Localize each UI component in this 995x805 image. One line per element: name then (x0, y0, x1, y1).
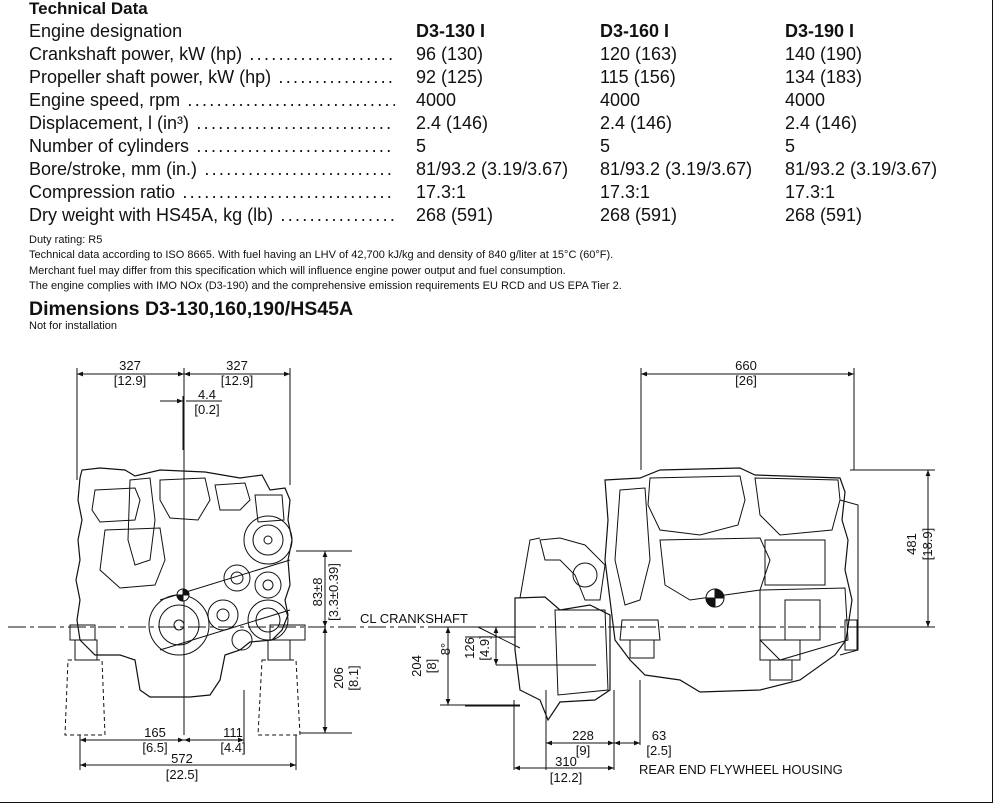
header-label: Engine designation (29, 21, 183, 41)
table-row: Crankshaft power, kW (hp) ..............… (29, 44, 863, 64)
dim-text: [4.4] (220, 740, 245, 755)
dim-text: 8° (438, 643, 453, 655)
row-value: 134 (183) (785, 67, 863, 87)
dim-text: [6.5] (142, 740, 167, 755)
note-merchant-fuel: Merchant fuel may differ from this speci… (29, 264, 566, 277)
row-value: 5 (785, 136, 796, 156)
row-label: Crankshaft power, kW (hp) (29, 44, 243, 64)
row-label: Engine speed, rpm (29, 90, 181, 110)
row-label: Dry weight with HS45A, kg (lb) (29, 205, 274, 225)
dim-text: 660 (735, 358, 757, 373)
dim-text: 481 (904, 533, 919, 555)
row-value: 81/93.2 (3.19/3.67) (416, 159, 569, 179)
dim-text: [12.9] (221, 373, 254, 388)
row-value: 268 (591) (600, 205, 678, 225)
note-emissions: The engine complies with IMO NOx (D3-190… (29, 279, 622, 292)
table-row: Displacement, l (in³) ..................… (29, 113, 858, 133)
dim-text: [0.2] (194, 402, 219, 417)
row-label: Propeller shaft power, kW (hp) (29, 67, 272, 87)
row-value: 81/93.2 (3.19/3.67) (600, 159, 753, 179)
row-value: 96 (130) (416, 44, 484, 64)
dimensions-heading: Dimensions D3-130,160,190/HS45A (29, 298, 354, 320)
dim-text: [8] (424, 659, 439, 673)
dim-text: 63 (652, 728, 666, 743)
side-view-engine (440, 368, 935, 771)
row-value: 4000 (600, 90, 641, 110)
dim-text: [12.9] (114, 373, 147, 388)
row-value: 17.3:1 (600, 182, 651, 202)
row-label: Bore/stroke, mm (in.) (29, 159, 198, 179)
header-col-1: D3-130 I (416, 21, 486, 41)
table-row: Engine speed, rpm ......................… (29, 90, 826, 110)
row-value: 2.4 (146) (416, 113, 489, 133)
table-row: Bore/stroke, mm (in.) ..................… (29, 159, 938, 179)
note-duty-rating: Duty rating: R5 (29, 234, 103, 246)
row-value: 5 (416, 136, 427, 156)
dim-text: 83±8 (310, 578, 325, 607)
table-header-row: Engine designation D3-130 I D3-160 I D3-… (29, 20, 969, 42)
dim-text: 327 (226, 358, 248, 373)
row-label: Displacement, l (in³) (29, 113, 190, 133)
row-value: 4000 (785, 90, 826, 110)
dim-text: [18.9] (920, 528, 935, 561)
row-value: 17.3:1 (785, 182, 836, 202)
dim-text: 206 (331, 667, 346, 689)
flywheel-label: REAR END FLYWHEEL HOUSING (639, 762, 843, 777)
dim-text: [26] (735, 373, 757, 388)
dim-text: 4.4 (198, 387, 216, 402)
front-view-engine (64, 368, 352, 770)
row-value: 140 (190) (785, 44, 863, 64)
dim-text: [22.5] (166, 767, 199, 782)
dim-text: 165 (144, 725, 166, 740)
row-value: 2.4 (146) (600, 113, 673, 133)
dimensions-subtitle: Not for installation (29, 320, 118, 332)
technical-data-heading: Technical Data (29, 0, 148, 18)
row-value: 2.4 (146) (785, 113, 858, 133)
dim-text: 310 (555, 754, 577, 769)
row-value: 81/93.2 (3.19/3.67) (785, 159, 938, 179)
dim-text: [4.9] (477, 635, 492, 660)
note-iso: Technical data according to ISO 8665. Wi… (29, 249, 614, 262)
dim-text: 204 (409, 655, 424, 677)
row-value: 120 (163) (600, 44, 678, 64)
dim-text: [8.1] (346, 665, 361, 690)
row-value: 92 (125) (416, 67, 484, 87)
dim-text: 228 (572, 728, 594, 743)
row-value: 5 (600, 136, 611, 156)
row-value: 268 (591) (785, 205, 863, 225)
dim-text: [2.5] (646, 743, 671, 758)
dim-text: [9] (576, 743, 590, 758)
row-label: Compression ratio (29, 182, 176, 202)
row-label: Number of cylinders (29, 136, 190, 156)
dim-text: 126 (462, 637, 477, 659)
dim-text: [3.3±0.39] (326, 563, 341, 621)
table-row: Propeller shaft power, kW (hp) .........… (29, 67, 863, 87)
row-value: 17.3:1 (416, 182, 467, 202)
row-value: 115 (156) (600, 67, 676, 87)
dim-text: 327 (119, 358, 141, 373)
table-row: Number of cylinders ....................… (29, 136, 796, 156)
dim-text: 572 (171, 751, 193, 766)
footnotes: Duty rating: R5 Technical data according… (29, 233, 622, 294)
row-value: 4000 (416, 90, 457, 110)
table-row: Compression ratio ......................… (29, 182, 836, 202)
header-col-2: D3-160 I (600, 21, 670, 41)
header-col-3: D3-190 I (785, 21, 855, 41)
row-value: 268 (591) (416, 205, 494, 225)
dim-text: [12.2] (550, 770, 583, 785)
crankshaft-label: CL CRANKSHAFT (360, 611, 468, 626)
table-row: Dry weight with HS45A, kg (lb) .........… (29, 205, 863, 225)
dim-text: 111 (223, 725, 243, 740)
